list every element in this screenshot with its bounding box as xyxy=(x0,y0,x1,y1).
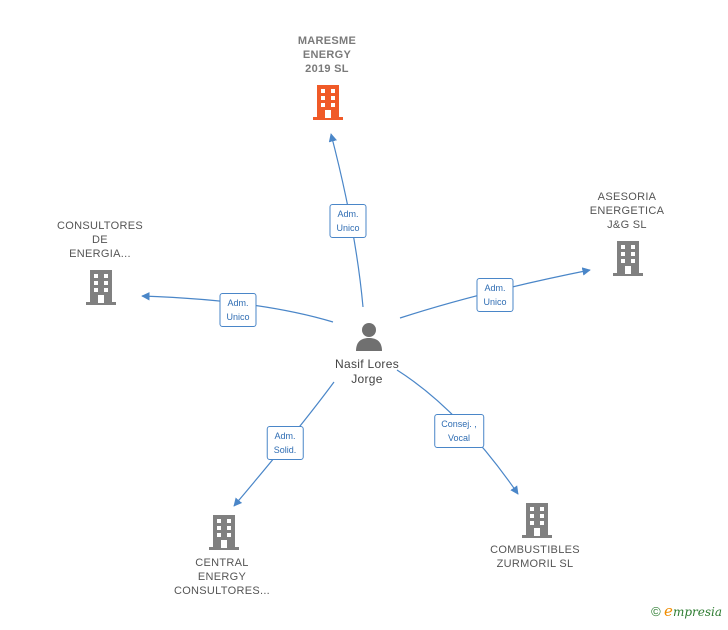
relation-label-maresme: Adm. Unico xyxy=(329,204,367,238)
company-name-consultores[interactable]: CONSULTORES DE ENERGIA... xyxy=(56,220,144,260)
company-name-maresme[interactable]: MARESME ENERGY 2019 SL xyxy=(297,35,357,75)
brand-footer: © empresia xyxy=(651,602,722,620)
copyright-symbol: © xyxy=(651,604,661,619)
person-icon[interactable] xyxy=(354,321,384,351)
relation-label-central: Adm. Solid. xyxy=(266,426,304,460)
relation-label-consultores: Adm. Unico xyxy=(219,293,257,327)
building-icon-consultores[interactable] xyxy=(84,269,118,305)
building-icon-central[interactable] xyxy=(207,514,241,550)
brand-logo-e: e xyxy=(664,602,673,620)
relation-label-combustibles: Consej. , Vocal xyxy=(434,414,484,448)
person-name[interactable]: Nasif Lores Jorge xyxy=(335,357,399,386)
company-name-combustibles[interactable]: COMBUSTIBLES ZURMORIL SL xyxy=(490,544,580,570)
building-icon-combustibles[interactable] xyxy=(520,502,554,538)
company-name-central[interactable]: CENTRAL ENERGY CONSULTORES... xyxy=(173,557,271,597)
building-icon-maresme[interactable] xyxy=(311,84,345,120)
company-name-asesoria[interactable]: ASESORIA ENERGETICA J&G SL xyxy=(589,191,665,231)
relation-label-asesoria: Adm. Unico xyxy=(476,278,514,312)
building-icon-asesoria[interactable] xyxy=(611,240,645,276)
brand-logo-text: mpresia xyxy=(672,605,722,619)
